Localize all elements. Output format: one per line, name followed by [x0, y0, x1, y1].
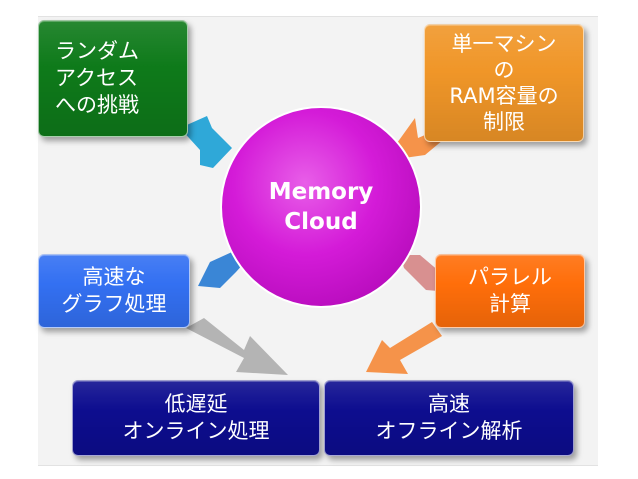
- node-offline-analysis: 高速 オフライン解析: [324, 380, 574, 456]
- center-label: Memory Cloud: [258, 177, 384, 237]
- node-ram-limit-line-4: 制限: [483, 110, 525, 134]
- node-random-access: ランダム アクセス への挑戦: [38, 20, 188, 137]
- node-online-processing: 低遅延 オンライン処理: [72, 380, 320, 456]
- node-parallel-compute-line-2: 計算: [489, 292, 531, 316]
- node-graph-processing-line-2: グラフ処理: [61, 292, 167, 316]
- node-parallel-compute-line-1: パラレル: [468, 265, 552, 289]
- arrow-online-processing: [186, 318, 288, 375]
- node-ram-limit: 単一マシン の RAM容量の 制限: [424, 24, 584, 142]
- node-online-processing-line-2: オンライン処理: [122, 419, 270, 443]
- node-offline-analysis-line-1: 高速: [428, 392, 470, 416]
- node-ram-limit-line-2: の: [493, 58, 515, 82]
- node-graph-processing-line-1: 高速な: [82, 265, 146, 289]
- center-label-line-1: Memory: [268, 179, 374, 205]
- node-offline-analysis-line-2: オフライン解析: [375, 419, 523, 443]
- node-random-access-line-3: への挑戦: [55, 93, 139, 117]
- node-random-access-line-2: アクセス: [55, 66, 138, 90]
- arrow-graph-processing: [198, 252, 245, 288]
- arrow-offline-analysis: [366, 322, 442, 374]
- center-label-line-2: Cloud: [284, 209, 358, 235]
- node-graph-processing: 高速な グラフ処理: [38, 254, 190, 328]
- arrow-random-access: [180, 116, 232, 168]
- node-parallel-compute: パラレル 計算: [435, 254, 585, 328]
- node-random-access-line-1: ランダム: [55, 39, 139, 63]
- center-circle: [220, 106, 422, 308]
- node-ram-limit-line-1: 単一マシン: [451, 32, 557, 56]
- node-online-processing-line-1: 低遅延: [164, 392, 228, 416]
- node-ram-limit-line-3: RAM容量の: [449, 84, 559, 108]
